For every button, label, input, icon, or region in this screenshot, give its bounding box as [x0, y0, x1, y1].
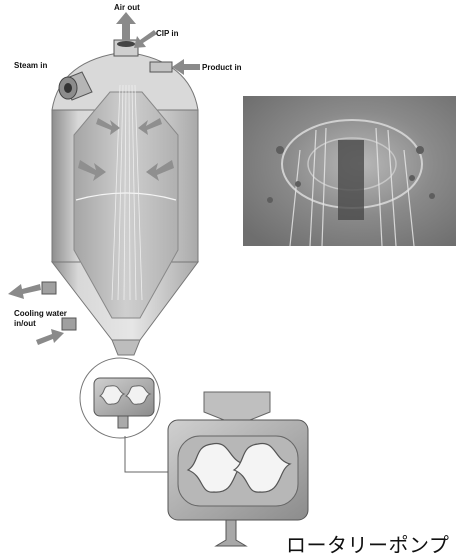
label-product-in: Product in: [202, 63, 242, 72]
callout-line: [125, 436, 168, 472]
pump-large: [168, 392, 308, 546]
cooling-nozzle-lower: [62, 318, 76, 330]
cooling-nozzle-upper: [42, 282, 56, 294]
cooling-water-out-arrow: [8, 284, 41, 299]
rotary-pump-caption: ロータリーポンプ: [286, 529, 449, 558]
label-cooling-water-inout: in/out: [14, 319, 36, 328]
cip-in-arrow: [134, 30, 157, 48]
top-nozzle-opening: [117, 41, 135, 47]
cooling-water-in-arrow: [36, 329, 64, 345]
product-inlet-nozzle: [150, 62, 172, 72]
label-air-out: Air out: [114, 3, 140, 12]
vessel-interior-photo: [243, 96, 456, 246]
top-nozzle: [114, 40, 138, 56]
label-steam-in: Steam in: [14, 61, 47, 70]
pump-large-inlet: [204, 392, 270, 420]
pump-large-outlet: [216, 520, 246, 546]
vessel-neck: [112, 340, 140, 355]
pump-small: [80, 358, 160, 438]
air-out-arrow: [116, 12, 136, 40]
label-cip-in: CIP in: [156, 29, 179, 38]
label-cooling-water: Cooling water: [14, 309, 67, 318]
